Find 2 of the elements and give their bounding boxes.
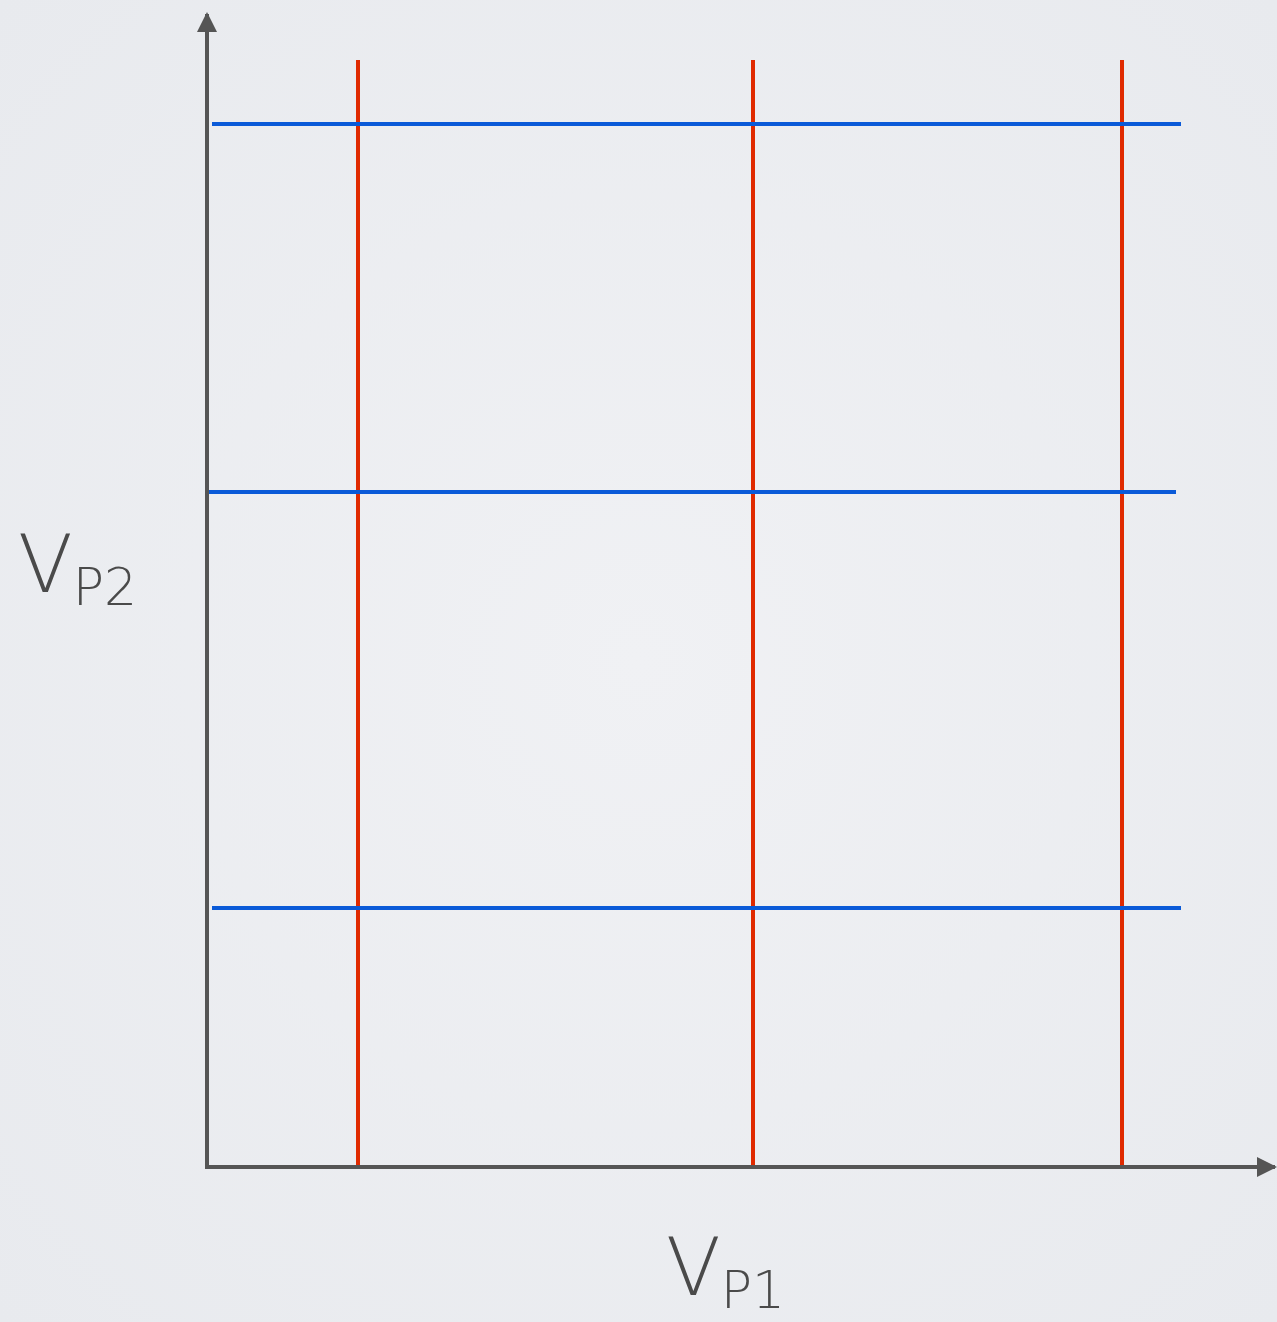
axis-label: V$_{P1}$ bbox=[666, 1228, 786, 1316]
axis-label: V$_{P2}$ bbox=[18, 525, 138, 613]
